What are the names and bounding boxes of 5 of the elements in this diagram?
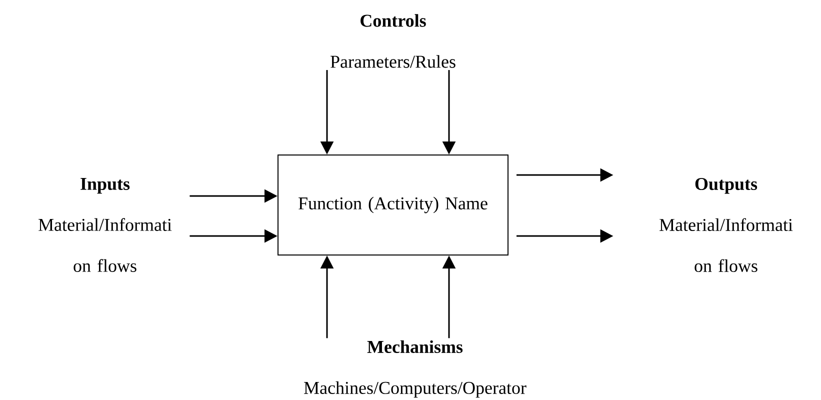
function-box: Function (Activity) Name: [278, 154, 508, 256]
control-label: Controls Parameters/Rules: [330, 14, 456, 68]
output-label: Outputs Material/Informati on flows: [660, 178, 793, 272]
input-label: Inputs Material/Informati on flows: [38, 178, 172, 272]
mechanism-label: Mechanisms Machines/Computers/Operator: [304, 340, 526, 398]
